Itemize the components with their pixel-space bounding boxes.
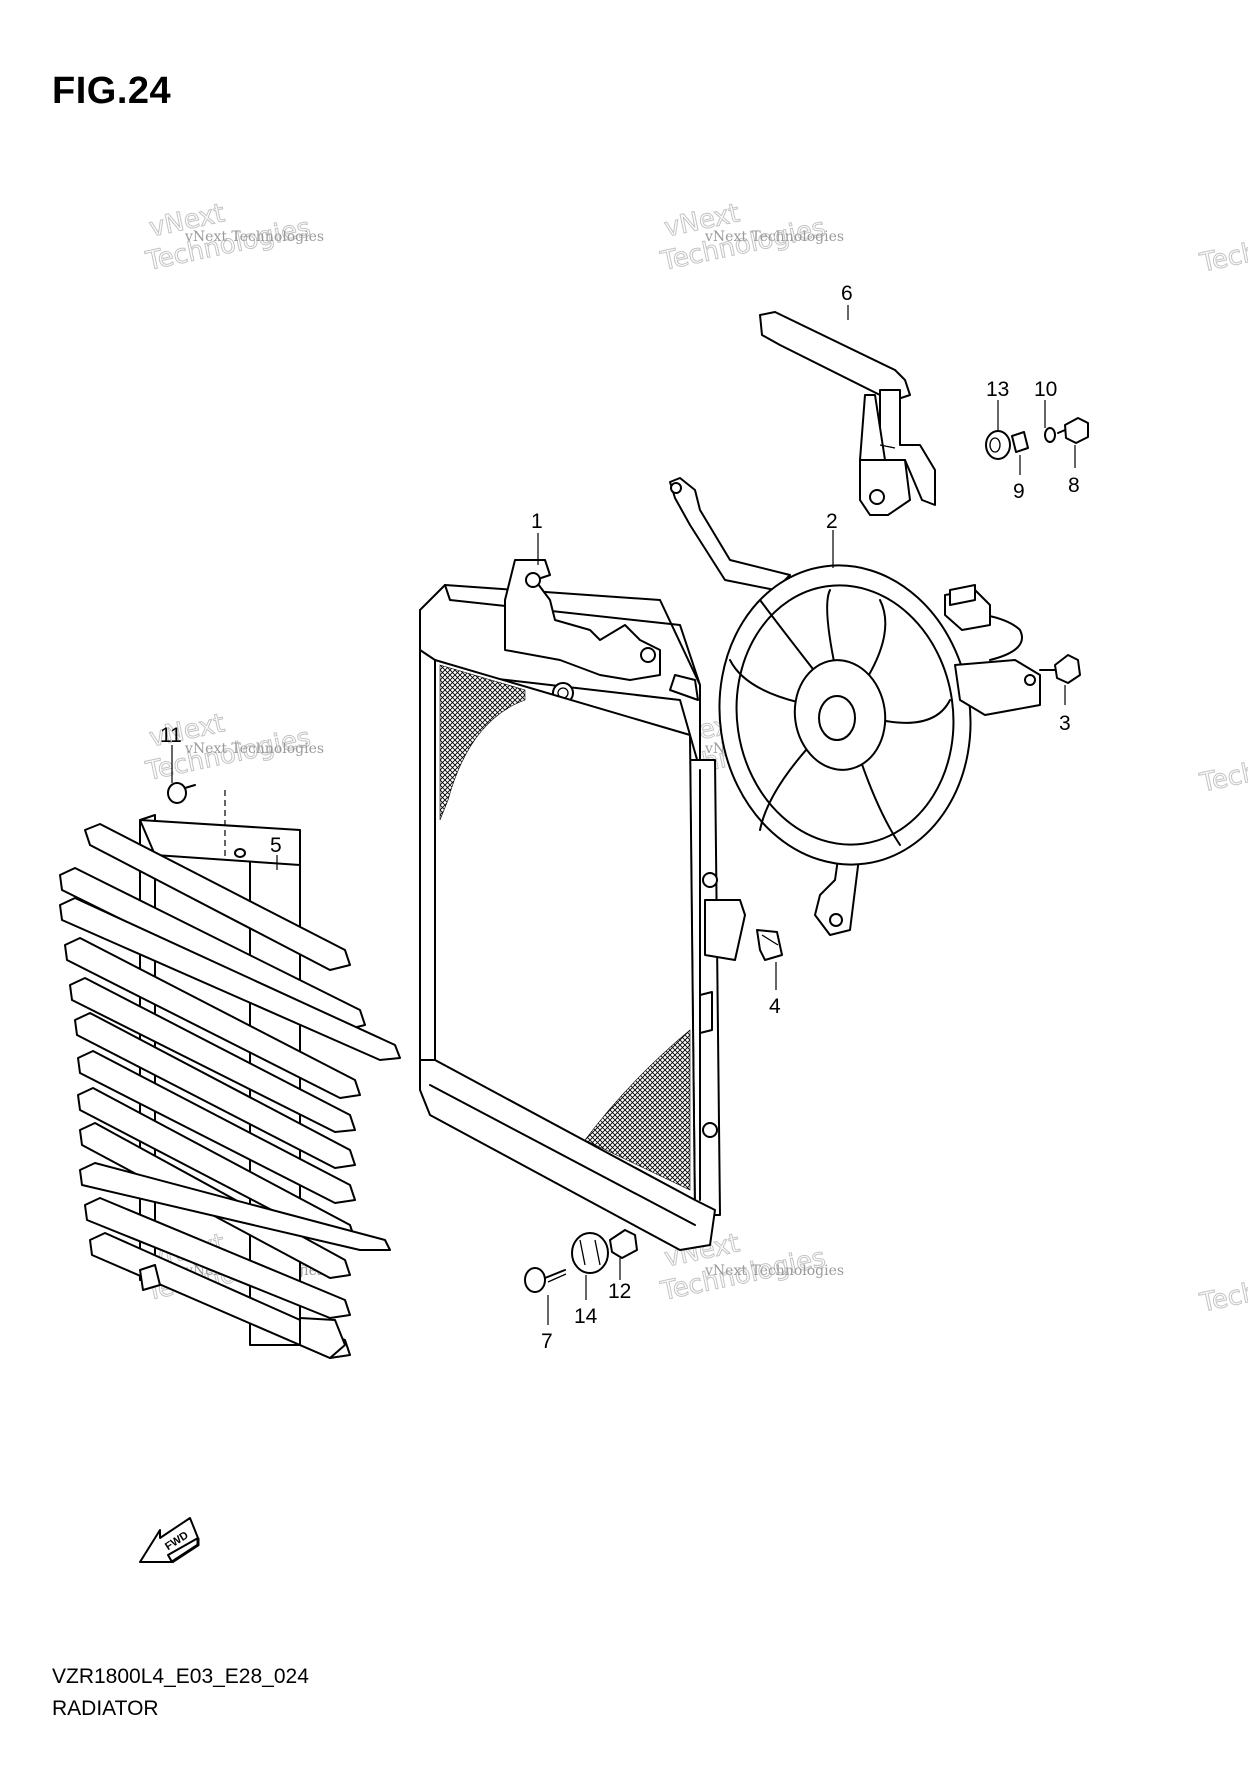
- callout-6: 6: [841, 282, 853, 305]
- grommet-13: [985, 430, 1011, 460]
- watermark-text: vNext Technologies: [184, 741, 324, 757]
- callout-8: 8: [1068, 474, 1080, 497]
- bolt-3: [1039, 654, 1081, 684]
- callout-9: 9: [1013, 480, 1025, 503]
- fwd-direction-arrow: FWD: [139, 1517, 200, 1564]
- callout-7: 7: [541, 1330, 553, 1353]
- watermark-text: vNext Technologies: [184, 229, 324, 245]
- callout-12: 12: [608, 1280, 631, 1303]
- bolt-7: [524, 1267, 567, 1293]
- watermark-big: Technologies: [1197, 735, 1248, 799]
- collar-9: [1011, 431, 1029, 453]
- watermark-big: Technologies: [1197, 215, 1248, 279]
- callout-4: 4: [769, 995, 781, 1018]
- callout-13: 13: [986, 378, 1009, 401]
- callout-labels: 1 2 3 4 5 6 7 8 9 10 11 12 13 14: [160, 282, 1080, 1353]
- watermark-text: vNext Technologies: [704, 229, 844, 245]
- bracket-6: [759, 311, 936, 516]
- figure-title: FIG.24: [52, 70, 172, 112]
- callout-2: 2: [826, 510, 838, 533]
- radiator-guard-5: [59, 814, 401, 1359]
- section-name: RADIATOR: [52, 1697, 159, 1720]
- callout-3: 3: [1059, 712, 1071, 735]
- bolt-8: [1057, 417, 1089, 444]
- guard-louvers: [59, 823, 401, 1359]
- leader-lines: [171, 305, 1076, 1325]
- clip-4: [756, 929, 783, 961]
- watermark-big: Technologies: [1197, 1255, 1248, 1319]
- radiator-core: [419, 559, 746, 1251]
- cooling-fan-assembly: [669, 477, 1041, 936]
- cushion-14: [571, 1232, 609, 1274]
- spacer-12: [609, 1229, 638, 1259]
- callout-5: 5: [270, 834, 282, 857]
- screw-11: [167, 782, 196, 804]
- callout-11: 11: [160, 724, 182, 747]
- model-code: VZR1800L4_E03_E28_024: [52, 1665, 309, 1688]
- callout-10: 10: [1034, 378, 1057, 401]
- callout-14: 14: [574, 1305, 598, 1328]
- watermark-text: vNext Technologies: [704, 1263, 844, 1279]
- callout-1: 1: [531, 510, 543, 533]
- washer-10: [1044, 427, 1056, 443]
